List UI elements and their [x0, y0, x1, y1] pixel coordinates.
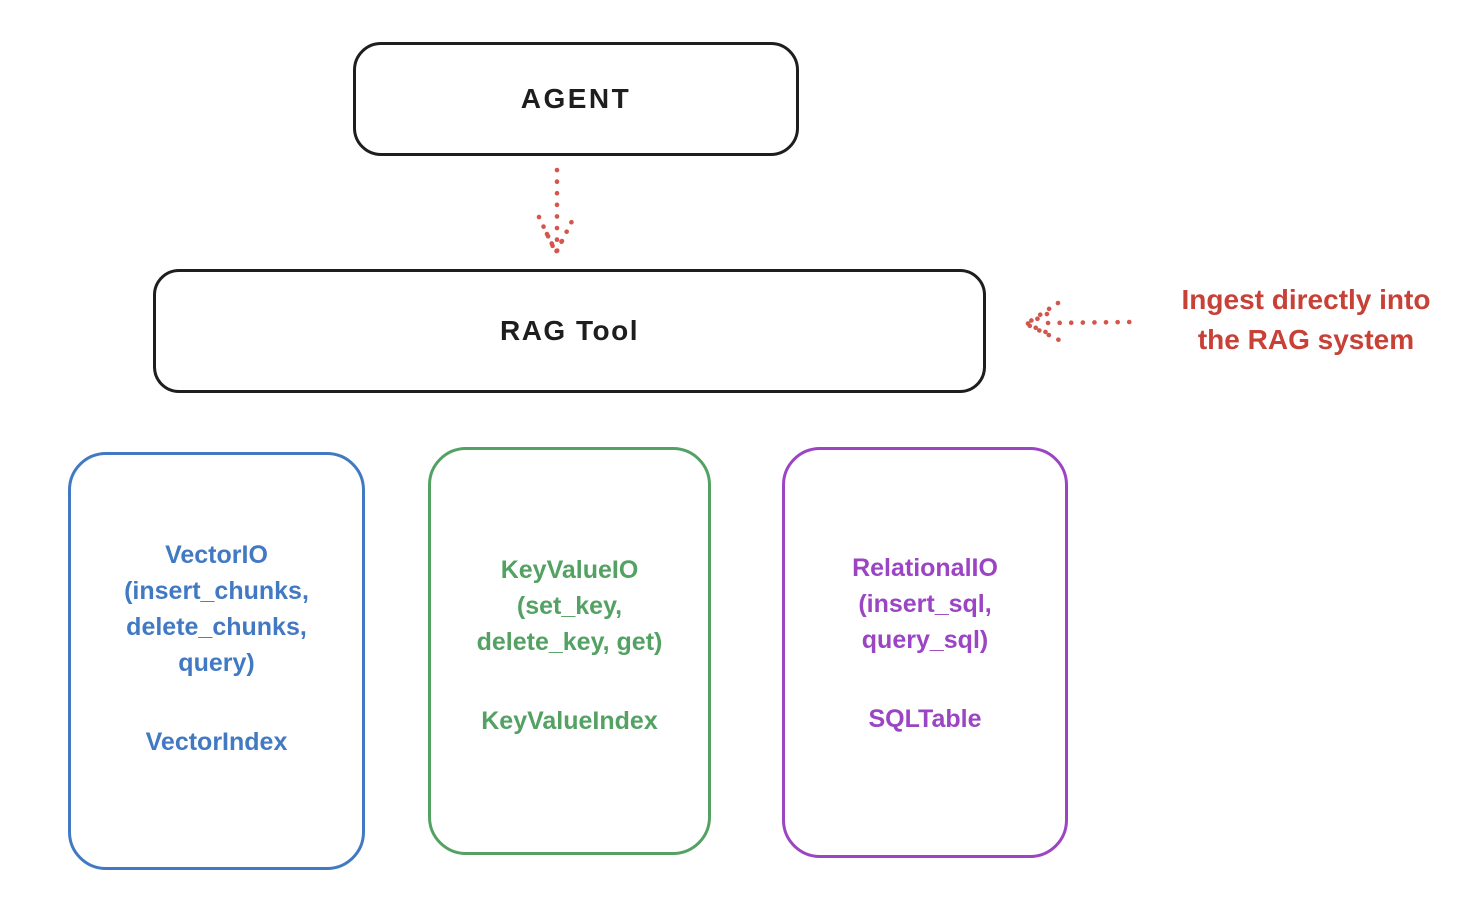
vector-io-box: VectorIO (insert_chunks, delete_chunks, …: [68, 452, 365, 870]
relational-io-box: RelationalIO (insert_sql, query_sql) SQL…: [782, 447, 1068, 858]
rag-tool-node-label: RAG Tool: [499, 315, 639, 346]
rag-tool-node: RAG Tool: [153, 269, 986, 393]
agent-node: AGENT: [353, 42, 799, 156]
relational-io-title-line: RelationalIO: [852, 554, 998, 582]
key-value-io-title-line: KeyValueIO: [500, 556, 639, 584]
key-value-io-box: KeyValueIO (set_key, delete_key, get) Ke…: [428, 447, 711, 855]
relational-io-index-label: SQLTable: [868, 705, 982, 733]
agent-node-label: AGENT: [520, 83, 632, 114]
ingest-annotation-line1: Ingest directly into: [1181, 284, 1431, 315]
vector-io-title-line: delete_chunks,: [126, 613, 307, 641]
vector-io-index-label: VectorIndex: [145, 728, 288, 756]
agent-to-rag-dotted-arrow-icon: [536, 167, 576, 256]
relational-io-title-line: query_sql): [861, 626, 989, 654]
vector-io-title-line: (insert_chunks,: [124, 577, 309, 605]
key-value-io-index-label: KeyValueIndex: [481, 707, 658, 735]
ingest-annotation: Ingest directly into the RAG system: [1138, 280, 1474, 360]
ingest-annotation-line2: the RAG system: [1197, 324, 1415, 355]
key-value-io-title-line: delete_key, get): [476, 628, 663, 656]
ingest-to-rag-dotted-arrow-icon: [1023, 300, 1133, 343]
vector-io-title-line: query): [178, 649, 255, 677]
key-value-io-title-line: (set_key,: [516, 592, 623, 620]
relational-io-title-line: (insert_sql,: [858, 590, 992, 618]
vector-io-title-line: VectorIO: [165, 541, 268, 569]
